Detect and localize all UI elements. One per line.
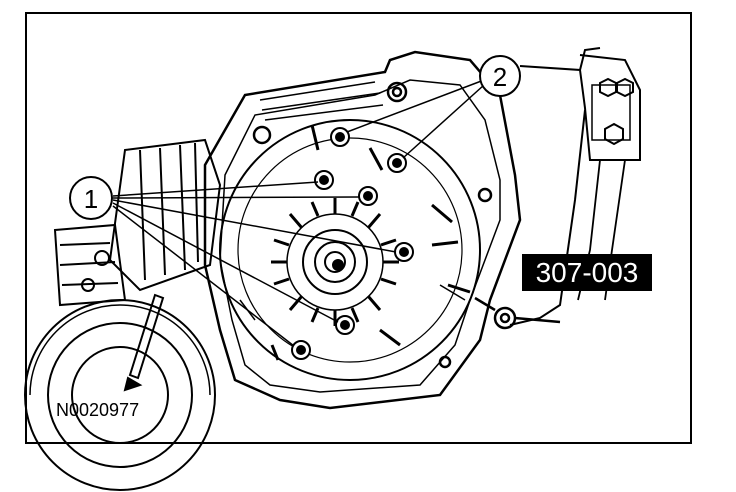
transmission-housing [203,50,561,410]
callout-2: 2 [479,55,521,97]
callout-1: 1 [69,176,113,220]
pressure-plate [219,119,481,381]
callout-1-label: 1 [84,184,98,214]
figure-id: N0020977 [56,400,139,420]
bolt [394,242,414,262]
callout-2-leaders [346,79,485,159]
bolt [335,315,355,335]
flywheel [24,299,216,491]
engine-block [53,138,222,307]
probe [123,293,165,392]
bolt [358,186,378,206]
bolt [291,340,311,360]
pressure-plate-bolts [291,127,414,360]
tool-label: 307-003 [522,254,652,291]
bolt [314,170,334,190]
callout-1-leaders [112,181,397,347]
bolt [330,127,350,147]
bolt [387,153,407,173]
callout-2-label: 2 [493,62,507,92]
tool-label-text: 307-003 [536,257,639,288]
